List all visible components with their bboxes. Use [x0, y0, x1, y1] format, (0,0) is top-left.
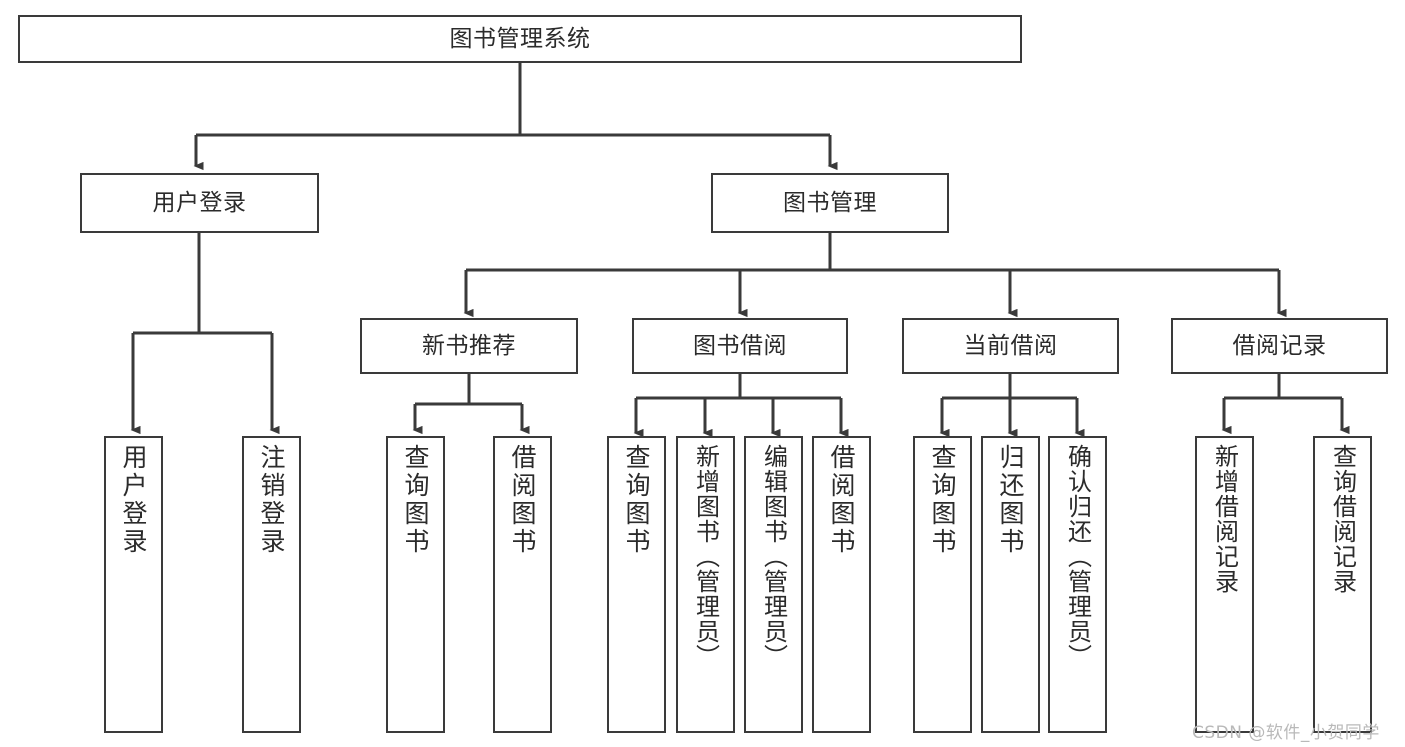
watermark-text: CSDN @软件_小贺同学	[1192, 723, 1380, 743]
leaf-cb-confirm-return-admin[interactable]: 确认归还（管理员）	[1048, 436, 1107, 733]
node-label: 归还图书	[996, 444, 1025, 556]
node-label: 用户登录	[119, 444, 148, 556]
leaf-bb-edit-book-admin[interactable]: 编辑图书（管理员）	[744, 436, 803, 733]
node-label: 用户登录	[152, 189, 247, 216]
node-label: 借阅图书	[827, 444, 856, 556]
leaf-user-login[interactable]: 用户登录	[104, 436, 163, 733]
node-new-book-recommend[interactable]: 新书推荐	[360, 318, 578, 374]
node-label: 确认归还（管理员）	[1063, 444, 1092, 669]
leaf-cb-return-book[interactable]: 归还图书	[981, 436, 1040, 733]
node-label: 借阅记录	[1232, 332, 1327, 359]
node-label: 查询图书	[622, 444, 651, 556]
node-label: 查询借阅记录	[1328, 444, 1357, 594]
leaf-bb-query-book[interactable]: 查询图书	[607, 436, 666, 733]
leaf-nb-query-book[interactable]: 查询图书	[386, 436, 445, 733]
node-label: 图书借阅	[693, 332, 787, 359]
node-book-manage[interactable]: 图书管理	[711, 173, 949, 233]
leaf-bb-borrow-book[interactable]: 借阅图书	[812, 436, 871, 733]
leaf-br-add-record[interactable]: 新增借阅记录	[1195, 436, 1254, 733]
node-user-login[interactable]: 用户登录	[80, 173, 319, 233]
node-label: 借阅图书	[508, 444, 537, 556]
node-root-system[interactable]: 图书管理系统	[18, 15, 1022, 63]
node-label: 新书推荐	[422, 332, 516, 359]
node-label: 新增图书（管理员）	[691, 444, 720, 669]
node-label: 查询图书	[928, 444, 957, 556]
leaf-cb-query-book[interactable]: 查询图书	[913, 436, 972, 733]
node-label: 当前借阅	[963, 332, 1058, 359]
node-borrow-record[interactable]: 借阅记录	[1171, 318, 1388, 374]
node-book-borrow[interactable]: 图书借阅	[632, 318, 848, 374]
node-label: 图书管理	[783, 189, 877, 216]
leaf-br-query-record[interactable]: 查询借阅记录	[1313, 436, 1372, 733]
leaf-nb-borrow-book[interactable]: 借阅图书	[493, 436, 552, 733]
node-label: 编辑图书（管理员）	[759, 444, 788, 669]
leaf-user-logout[interactable]: 注销登录	[242, 436, 301, 733]
node-current-borrow[interactable]: 当前借阅	[902, 318, 1119, 374]
node-label: 新增借阅记录	[1210, 444, 1239, 594]
node-label: 查询图书	[401, 444, 430, 556]
node-label: 图书管理系统	[449, 25, 591, 52]
leaf-bb-add-book-admin[interactable]: 新增图书（管理员）	[676, 436, 735, 733]
node-label: 注销登录	[257, 444, 286, 556]
